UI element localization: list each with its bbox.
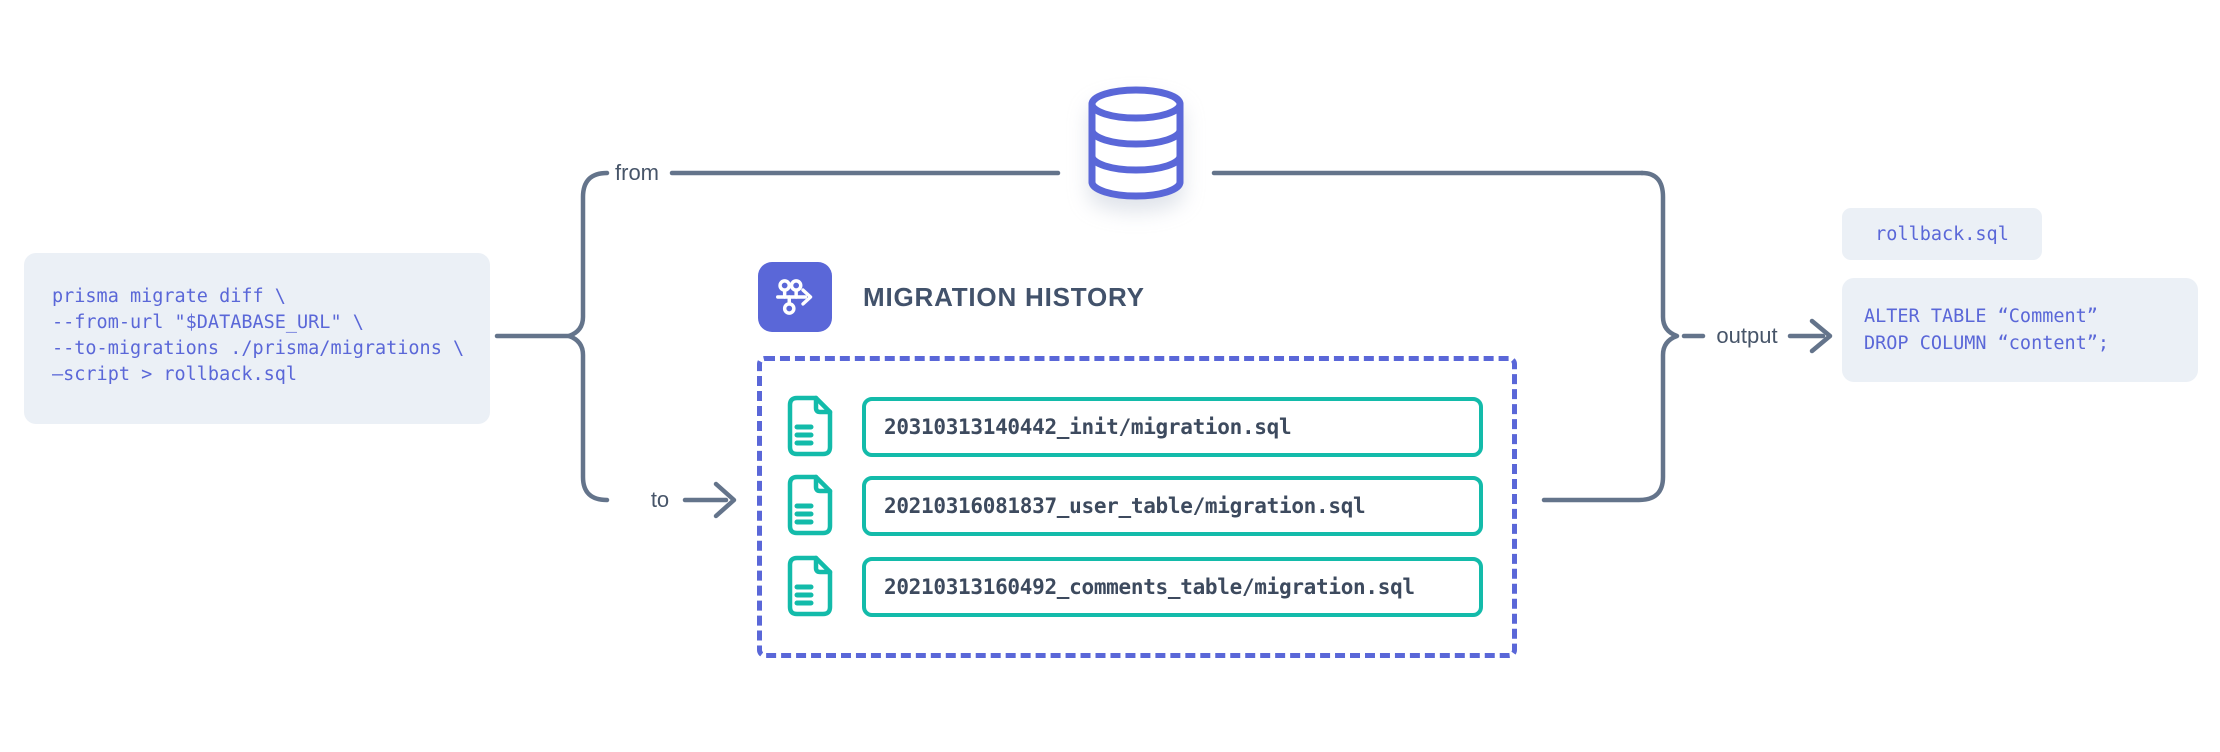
sql-file-icon <box>787 555 833 617</box>
right-brace <box>1541 170 1680 503</box>
database-icon <box>1088 86 1184 200</box>
migration-history-icon <box>758 262 832 332</box>
left-brace <box>566 170 610 503</box>
migration-row: 20310313140442_init/migration.sql <box>862 397 1483 457</box>
migration-row: 20210313160492_comments_table/migration.… <box>862 557 1483 617</box>
rollback-sql-text: ALTER TABLE “Comment” DROP COLUMN “conte… <box>1864 306 2110 354</box>
migration-filename: 20210316081837_user_table/migration.sql <box>884 494 1366 518</box>
migration-history-title: MIGRATION HISTORY <box>863 282 1145 312</box>
prisma-command-text: prisma migrate diff \ --from-url "$DATAB… <box>52 286 465 385</box>
rollback-file-badge: rollback.sql <box>1842 208 2042 260</box>
migration-row: 20210316081837_user_table/migration.sql <box>862 476 1483 536</box>
sql-file-icon <box>787 474 833 536</box>
migration-history-panel <box>757 356 1517 658</box>
from-label: from <box>615 160 659 185</box>
migration-filename: 20310313140442_init/migration.sql <box>884 415 1292 439</box>
to-label: to <box>650 487 670 512</box>
sql-file-icon <box>787 395 833 457</box>
branch-timeline-glyph <box>776 279 813 315</box>
prisma-command-block: prisma migrate diff \ --from-url "$DATAB… <box>24 253 490 424</box>
migration-filename: 20210313160492_comments_table/migration.… <box>884 575 1415 599</box>
rollback-sql-block: ALTER TABLE “Comment” DROP COLUMN “conte… <box>1842 278 2198 382</box>
output-arrow <box>1787 318 1833 354</box>
to-arrow <box>682 481 737 519</box>
output-label: output <box>1716 323 1778 348</box>
